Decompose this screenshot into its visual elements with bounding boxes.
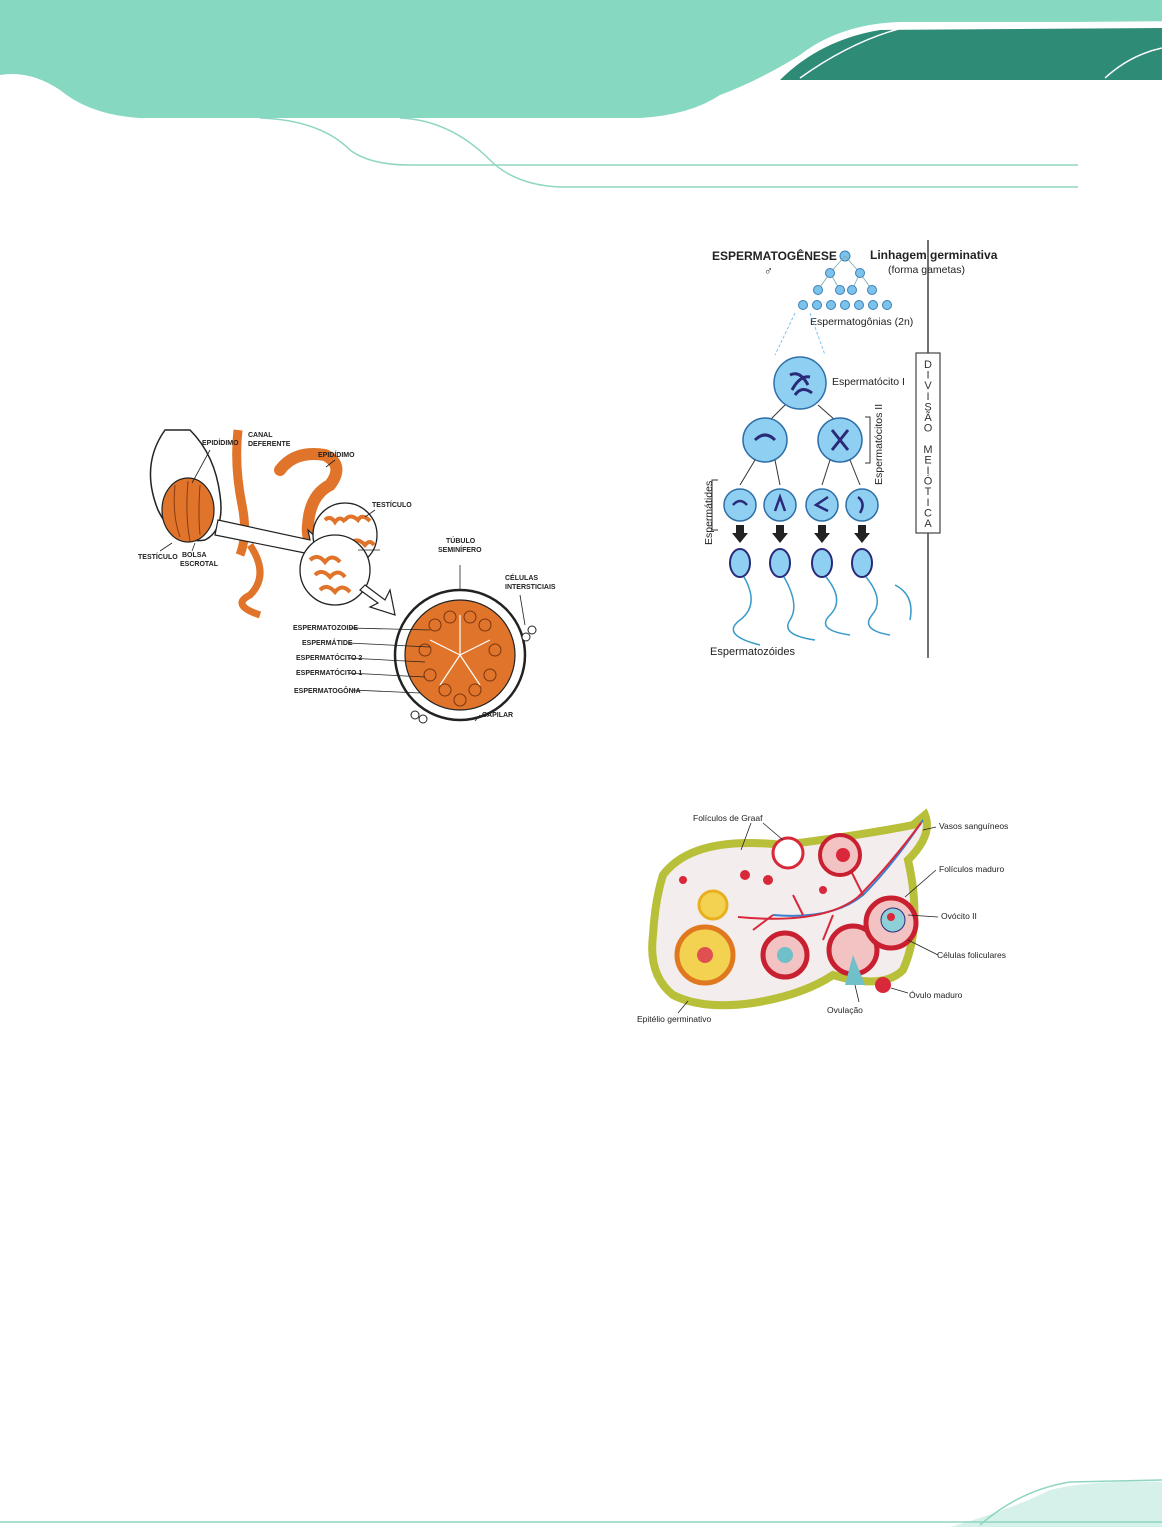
label-espermatozoides: Espermatozóides xyxy=(710,646,795,658)
male-symbol: ♂ xyxy=(764,264,773,278)
label-capilar: CAPILAR xyxy=(482,712,513,719)
label-testiculo-right: TESTÍCULO xyxy=(372,500,412,509)
label-ovocito: Ovócito II xyxy=(941,911,977,921)
label-foliculos-graaf: Folículos de Graaf xyxy=(693,813,763,823)
label-espermatocitos-2: Espermatócitos II xyxy=(873,404,885,485)
label-espermatogonia: ESPERMATOGÔNIA xyxy=(294,686,361,695)
label-intersticiais: INTERSTICIAIS xyxy=(505,584,556,591)
label-linhagem: Linhagem germinativa xyxy=(870,248,998,262)
label-espermatozoide: ESPERMATOZOIDE xyxy=(293,625,358,632)
spermatogenesis-figure: ESPERMATOGÊNESE ♂ Linhagem germinativa (… xyxy=(700,235,1010,660)
label-espermatocito1: ESPERMATÓCITO 1 xyxy=(296,668,362,677)
label-celulas-foliculares: Células foliculares xyxy=(937,950,1006,960)
divisao-letter: A xyxy=(924,518,932,530)
espermatocito-1-cell xyxy=(774,357,826,409)
footer-decoration xyxy=(0,1470,1162,1527)
label-ovulo: Óvulo maduro xyxy=(909,990,963,1000)
label-ovulacao: Ovulação xyxy=(827,1005,863,1015)
label-espermatocito-1: Espermatócito I xyxy=(832,376,905,388)
label-celulas: CÉLULAS xyxy=(505,573,538,582)
label-escrotal: ESCROTAL xyxy=(180,561,219,568)
label-canal: CANAL xyxy=(248,432,273,439)
label-vasos: Vasos sanguíneos xyxy=(939,821,1008,831)
label-bolsa: BOLSA xyxy=(182,552,207,559)
label-epididimo-left: EPIDÍDIMO xyxy=(202,438,239,447)
label-espermatide: ESPERMÁTIDE xyxy=(302,638,353,647)
label-espermatogonias: Espermatogônias (2n) xyxy=(810,316,913,328)
label-deferente: DEFERENTE xyxy=(248,441,291,448)
label-espermatocito2: ESPERMATÓCITO 2 xyxy=(296,653,362,662)
label-foliculos-maduro: Folículos maduro xyxy=(939,864,1004,874)
label-seminifero: SEMINÍFERO xyxy=(438,545,482,554)
label-tubulo: TÚBULO xyxy=(446,536,476,545)
sperm-cells xyxy=(730,549,911,645)
label-forma-gametas: (forma gametas) xyxy=(888,264,965,276)
label-epididimo-right: EPIDÍDIMO xyxy=(318,450,355,459)
header-divider-2 xyxy=(400,118,1078,187)
arrow-2 xyxy=(360,585,395,615)
title-espermatogenese: ESPERMATOGÊNESE xyxy=(712,248,837,263)
header-banner xyxy=(0,0,1162,200)
divisao-letter: O xyxy=(924,423,933,435)
ovary-figure: Folículos de Graaf Vasos sanguíneos Folí… xyxy=(633,805,1033,1035)
testicle-left xyxy=(162,478,214,542)
label-espermatides: Espermátides xyxy=(703,481,715,545)
label-epitelio: Epitélio germinativo xyxy=(637,1014,711,1024)
label-testiculo-left: TESTÍCULO xyxy=(138,552,178,561)
header-divider-1 xyxy=(260,118,1078,165)
testis-figure: EPIDÍDIMO CANAL DEFERENTE EPIDÍDIMO TEST… xyxy=(130,425,560,725)
